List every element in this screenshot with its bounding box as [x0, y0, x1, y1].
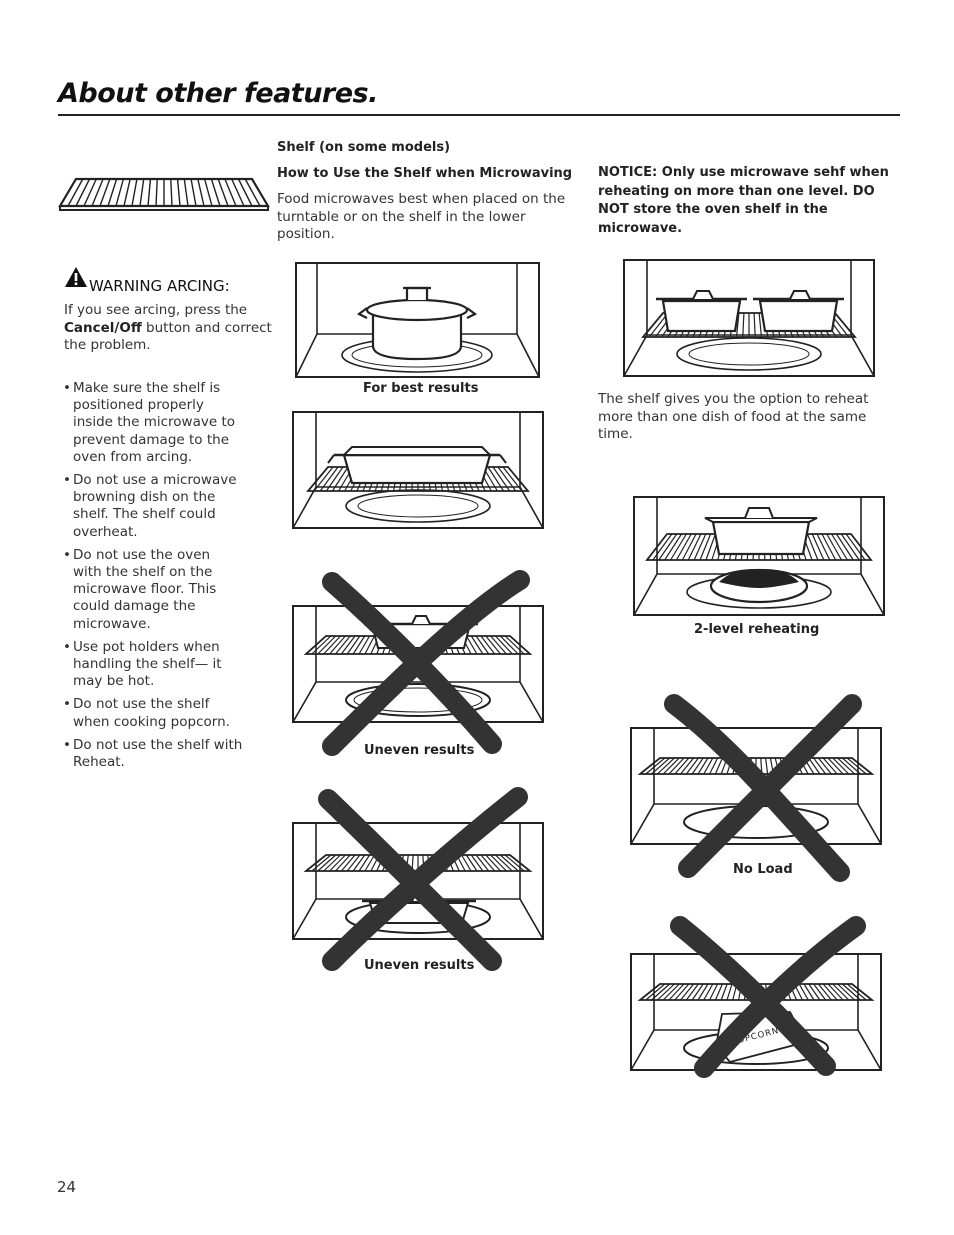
bullet-item: Make sure the shelf is positioned proper… — [63, 380, 243, 466]
page-title: About other features. — [58, 78, 378, 109]
microwave-uneven-results-2 — [292, 787, 544, 971]
microwave-popcorn-on-shelf: POPCORN — [630, 916, 882, 1078]
warning-text-before: If you see arcing, press the — [64, 302, 248, 318]
header-rule — [58, 114, 900, 116]
warning-text: If you see arcing, press the Cancel/Off … — [64, 302, 272, 355]
microwave-no-load — [630, 694, 882, 882]
caption-uneven-results-1: Uneven results — [364, 743, 475, 758]
notice-text: NOTICE: Only use microwave sehf when reh… — [598, 165, 889, 236]
reheat-description: The shelf gives you the option to reheat… — [598, 391, 869, 442]
shelf-label: Shelf (on some models) — [277, 140, 451, 155]
caption-uneven-results-2: Uneven results — [364, 958, 475, 973]
safety-bullet-list: Make sure the shelf is positioned proper… — [63, 380, 243, 777]
warning-title: WARNING ARCING: — [89, 277, 230, 295]
microwave-casserole-on-shelf — [292, 411, 544, 529]
microwave-two-dishes-on-shelf — [623, 259, 875, 377]
warning-cancel-off: Cancel/Off — [64, 319, 142, 336]
caption-best-results: For best results — [363, 381, 479, 396]
how-to-title: How to Use the Shelf when Microwaving — [277, 166, 573, 181]
bullet-item: Do not use a microwave browning dish on … — [63, 472, 243, 541]
caption-two-level-reheating: 2-level reheating — [694, 622, 820, 637]
microwave-uneven-results-1 — [292, 570, 544, 756]
bullet-item: Do not use the oven with the shelf on th… — [63, 547, 243, 633]
caption-no-load: No Load — [733, 862, 793, 877]
page-number: 24 — [57, 1178, 77, 1196]
bullet-item: Do not use the shelf with Reheat. — [63, 737, 243, 771]
warning-text-after: button and correct the problem. — [64, 319, 272, 354]
bullet-item: Do not use the shelf when cooking popcor… — [63, 696, 243, 730]
microwave-two-level-reheating — [633, 496, 885, 616]
microwave-pot-on-turntable — [295, 262, 540, 378]
shelf-illustration — [58, 177, 270, 211]
how-to-text: Food microwaves best when placed on the … — [277, 191, 566, 242]
bullet-item: Use pot holders when handling the shelf—… — [63, 639, 243, 691]
warning-triangle-icon — [65, 267, 87, 287]
